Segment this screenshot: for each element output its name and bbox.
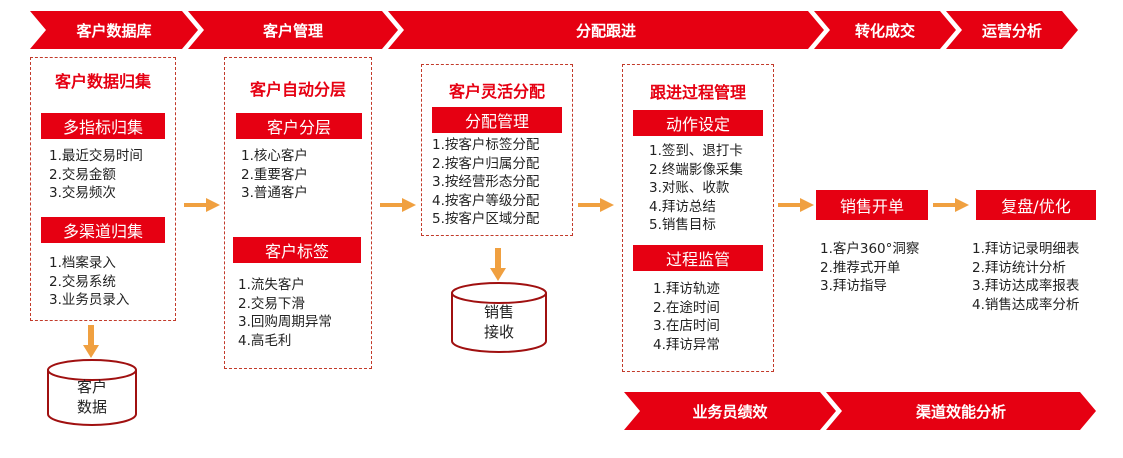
tag-allocation-mgmt: 分配管理 xyxy=(432,107,562,133)
list-item: 2.重要客户 xyxy=(241,166,308,183)
list-item: 2.在途时间 xyxy=(653,299,720,316)
tag-label: 复盘/优化 xyxy=(1001,197,1071,216)
panel-title: 客户数据归集 xyxy=(54,72,151,91)
list-item: 4.高毛利 xyxy=(238,332,292,349)
list-item: 2.交易系统 xyxy=(49,273,116,290)
list-item: 3.按经营形态分配 xyxy=(432,174,540,190)
database-icon xyxy=(451,282,547,353)
list-item: 5.按客户区域分配 xyxy=(432,211,540,227)
panel-follow-up-process: 跟进过程管理 动作设定 1.签到、退打卡 2.终端影像采集 3.对账、收款 4.… xyxy=(622,64,774,372)
list-item: 3.在店时间 xyxy=(653,318,720,334)
action-list: 1.签到、退打卡 2.终端影像采集 3.对账、收款 4.拜访总结 5.销售目标 xyxy=(649,142,743,235)
panel-customer-data-collection: 客户数据归集 多指标归集 1.最近交易时间 2.交易金额 3.交易频次 多渠道归… xyxy=(30,57,176,321)
list-item: 1.客户360°洞察 xyxy=(820,241,920,257)
tag-label: 多指标归集 xyxy=(62,118,143,137)
tag-review-optimize: 复盘/优化 xyxy=(976,190,1096,220)
list-item: 3.业务员录入 xyxy=(49,292,130,308)
right-arrow-icon xyxy=(778,198,814,212)
tag-label: 多渠道归集 xyxy=(62,222,143,241)
stage-label: 客户数据库 xyxy=(76,21,152,40)
tag-label: 分配管理 xyxy=(464,112,529,131)
right-arrow-icon xyxy=(184,198,220,212)
stage-chevron-conversion: 转化成交 xyxy=(814,11,956,49)
list-item: 1.流失客户 xyxy=(238,277,305,293)
tag-action-setting: 动作设定 xyxy=(633,110,763,136)
list-item: 5.销售目标 xyxy=(649,217,716,233)
list-item: 3.拜访达成率报表 xyxy=(972,278,1080,294)
tag-customer-tier: 客户分层 xyxy=(236,113,362,139)
stage-label: 渠道效能分析 xyxy=(915,402,1006,421)
tag-sales-order: 销售开单 xyxy=(816,190,928,220)
list-item: 2.按客户归属分配 xyxy=(432,155,540,172)
stage-label: 客户管理 xyxy=(262,21,323,40)
panel-customer-layering: 客户自动分层 客户分层 1.核心客户 2.重要客户 3.普通客户 客户标签 1.… xyxy=(224,57,372,369)
list-item: 4.拜访总结 xyxy=(649,198,716,215)
list-item: 2.推荐式开单 xyxy=(820,259,901,276)
stage-label: 运营分析 xyxy=(981,21,1042,40)
stage-chevron-sales-performance: 业务员绩效 xyxy=(624,392,836,430)
monitor-list: 1.拜访轨迹 2.在途时间 3.在店时间 4.拜访异常 xyxy=(653,280,720,354)
list-item: 1.按客户标签分配 xyxy=(432,137,540,153)
list-item: 4.销售达成率分析 xyxy=(972,296,1080,313)
tag-process-monitor: 过程监管 xyxy=(633,245,763,271)
database-label: 客户 数据 xyxy=(46,377,138,417)
list-item: 1.核心客户 xyxy=(241,148,308,164)
list-item: 4.拜访异常 xyxy=(653,336,720,353)
list-item: 1.拜访轨迹 xyxy=(653,281,720,297)
tag-multi-channel: 多渠道归集 xyxy=(41,217,165,243)
panel-title: 客户自动分层 xyxy=(249,80,346,99)
list-item: 2.交易金额 xyxy=(49,166,116,183)
tag-label: 动作设定 xyxy=(665,115,730,134)
down-arrow-icon xyxy=(490,248,506,281)
tag-multi-indicator: 多指标归集 xyxy=(41,113,165,139)
stage-chevron-channel-efficiency: 渠道效能分析 xyxy=(826,392,1096,430)
list-item: 3.拜访指导 xyxy=(820,278,887,294)
list-item: 1.最近交易时间 xyxy=(49,148,143,164)
panel-title: 客户灵活分配 xyxy=(448,82,545,101)
tag-label: 销售开单 xyxy=(839,197,904,216)
list-item: 1.档案录入 xyxy=(49,255,116,271)
right-arrow-icon xyxy=(380,198,416,212)
channel-list: 1.档案录入 2.交易系统 3.业务员录入 xyxy=(49,254,129,310)
list-item: 4.按客户等级分配 xyxy=(432,192,540,209)
database-label-line: 销售 xyxy=(483,303,514,321)
database-label-line: 客户 xyxy=(76,378,107,396)
list-item: 2.拜访统计分析 xyxy=(972,259,1066,276)
stage-chevron-customer-mgmt: 客户管理 xyxy=(188,11,398,49)
list-item: 3.交易频次 xyxy=(49,185,116,201)
list-item: 3.普通客户 xyxy=(241,185,308,201)
stage-chevron-analysis: 运营分析 xyxy=(946,11,1078,49)
allocation-list: 1.按客户标签分配 2.按客户归属分配 3.按经营形态分配 4.按客户等级分配 … xyxy=(432,136,539,229)
tag-customer-label: 客户标签 xyxy=(233,237,361,263)
list-item: 2.终端影像采集 xyxy=(649,161,743,178)
database-label: 销售 接收 xyxy=(450,302,548,342)
stage-chevron-customer-db: 客户数据库 xyxy=(30,11,198,49)
database-label-line: 接收 xyxy=(483,323,514,341)
review-list: 1.拜访记录明细表 2.拜访统计分析 3.拜访达成率报表 4.销售达成率分析 xyxy=(972,240,1079,314)
stage-label: 分配跟进 xyxy=(575,21,636,40)
tier-list: 1.核心客户 2.重要客户 3.普通客户 xyxy=(241,147,308,203)
indicator-list: 1.最近交易时间 2.交易金额 3.交易频次 xyxy=(49,147,143,203)
database-icon xyxy=(47,359,137,426)
list-item: 1.拜访记录明细表 xyxy=(972,241,1080,257)
panel-flexible-allocation: 客户灵活分配 分配管理 1.按客户标签分配 2.按客户归属分配 3.按经营形态分… xyxy=(421,64,573,236)
right-arrow-icon xyxy=(933,198,969,212)
right-arrow-icon xyxy=(578,198,614,212)
down-arrow-icon xyxy=(83,325,99,358)
database-label-line: 数据 xyxy=(76,398,107,416)
label-list: 1.流失客户 2.交易下滑 3.回购周期异常 4.高毛利 xyxy=(238,276,332,350)
tag-label: 过程监管 xyxy=(665,250,730,269)
panel-title: 跟进过程管理 xyxy=(649,83,746,102)
tag-label: 客户分层 xyxy=(266,118,331,137)
list-item: 3.对账、收款 xyxy=(649,180,730,196)
sales-order-list: 1.客户360°洞察 2.推荐式开单 3.拜访指导 xyxy=(820,240,919,296)
list-item: 1.签到、退打卡 xyxy=(649,143,743,159)
list-item: 2.交易下滑 xyxy=(238,295,305,312)
stage-label: 转化成交 xyxy=(854,21,915,40)
list-item: 3.回购周期异常 xyxy=(238,314,332,330)
tag-label: 客户标签 xyxy=(264,242,329,261)
stage-label: 业务员绩效 xyxy=(692,402,768,421)
stage-chevron-allocation: 分配跟进 xyxy=(388,11,824,49)
